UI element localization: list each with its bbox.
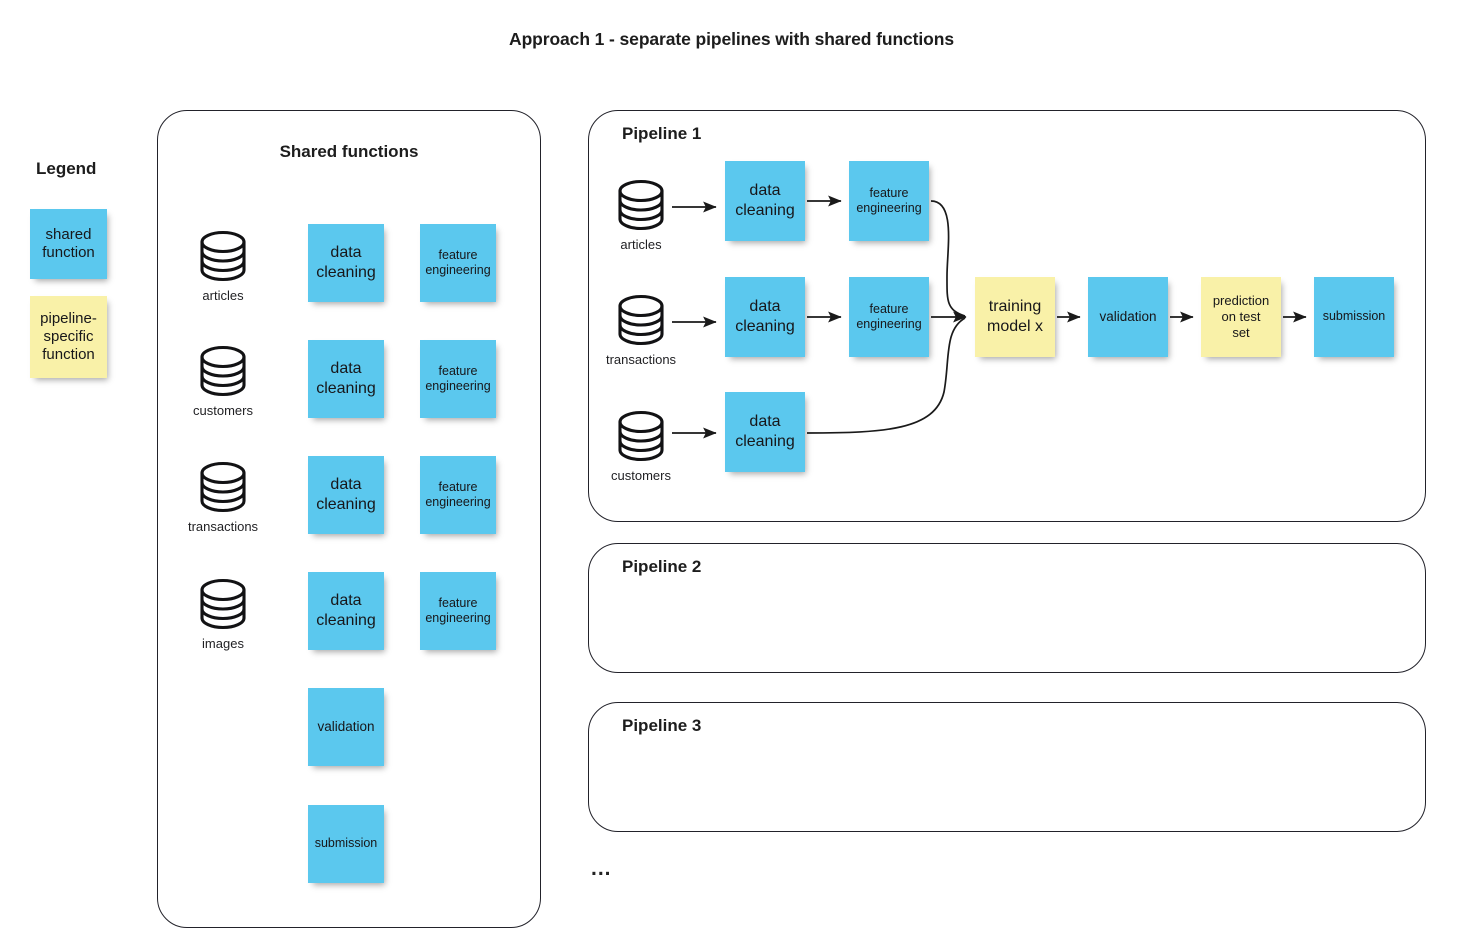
pipeline-step-note: data cleaning: [725, 392, 805, 472]
shared-function-note: feature engineering: [420, 572, 496, 650]
pipeline-3-panel: [588, 702, 1426, 832]
dataset-label-articles: articles: [202, 288, 244, 303]
pipeline-step-note-validation: validation: [1088, 277, 1168, 357]
shared-function-note: data cleaning: [308, 456, 384, 534]
pipeline-dataset-label-customers: customers: [611, 468, 671, 483]
shared-function-note: data cleaning: [308, 340, 384, 418]
legend-swatch-pipeline-specific-function: pipeline- specific function: [30, 296, 107, 378]
pipeline-1-title: Pipeline 1: [622, 124, 702, 143]
database-icon: [618, 177, 664, 238]
pipeline-dataset-label-transactions: transactions: [605, 352, 677, 367]
dataset-label-transactions: transactions: [187, 519, 259, 534]
shared-functions-heading: Shared functions: [279, 142, 419, 161]
page-title: Approach 1 - separate pipelines with sha…: [509, 29, 954, 49]
shared-function-note-submission: submission: [308, 805, 384, 883]
legend-swatch-shared-function: shared function: [30, 209, 107, 279]
pipeline-2-panel: [588, 543, 1426, 673]
shared-function-note: feature engineering: [420, 224, 496, 302]
legend-heading: Legend: [36, 159, 97, 178]
database-icon: [200, 228, 246, 289]
shared-function-note: feature engineering: [420, 456, 496, 534]
database-icon: [618, 292, 664, 353]
pipeline-2-title: Pipeline 2: [622, 557, 702, 576]
database-icon: [200, 459, 246, 520]
pipeline-1-panel: [588, 110, 1426, 522]
pipeline-step-note: data cleaning: [725, 161, 805, 241]
pipeline-step-note: feature engineering: [849, 161, 929, 241]
shared-function-note: data cleaning: [308, 572, 384, 650]
dataset-label-images: images: [202, 636, 244, 651]
pipeline-step-note: feature engineering: [849, 277, 929, 357]
pipeline-step-note: data cleaning: [725, 277, 805, 357]
pipeline-step-note-submission: submission: [1314, 277, 1394, 357]
shared-function-note: feature engineering: [420, 340, 496, 418]
pipeline-3-title: Pipeline 3: [622, 716, 702, 735]
shared-function-note-validation: validation: [308, 688, 384, 766]
database-icon: [200, 576, 246, 637]
pipeline-step-note-prediction: prediction on test set: [1201, 277, 1281, 357]
database-icon: [200, 343, 246, 404]
shared-functions-panel: [157, 110, 541, 928]
dataset-label-customers: customers: [193, 403, 253, 418]
database-icon: [618, 408, 664, 469]
pipeline-dataset-label-articles: articles: [620, 237, 662, 252]
shared-function-note: data cleaning: [308, 224, 384, 302]
more-pipelines-indicator: ...: [591, 857, 612, 880]
pipeline-step-note-training-model: training model x: [975, 277, 1055, 357]
